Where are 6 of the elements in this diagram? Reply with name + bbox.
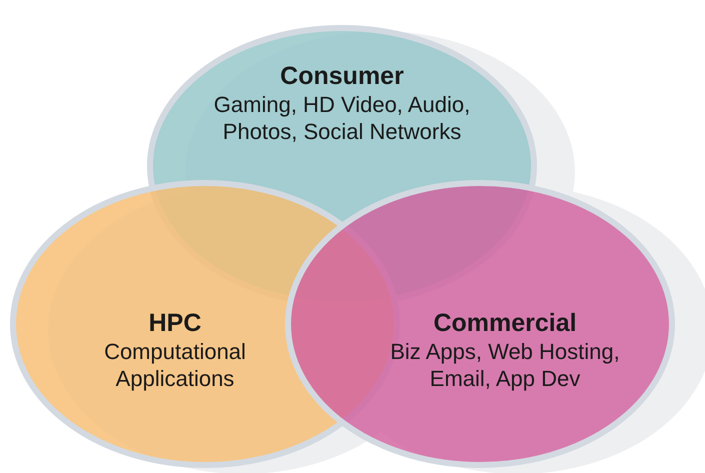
set-title: Commercial — [432, 308, 578, 338]
set-description: Biz Apps, Web Hosting, Email, App Dev — [390, 338, 620, 392]
set-description: Computational Applications — [103, 338, 247, 392]
set-description: Gaming, HD Video, Audio, Photos, Social Networks — [212, 91, 472, 145]
set-title: HPC — [148, 308, 202, 338]
set-title: Consumer — [279, 61, 405, 91]
